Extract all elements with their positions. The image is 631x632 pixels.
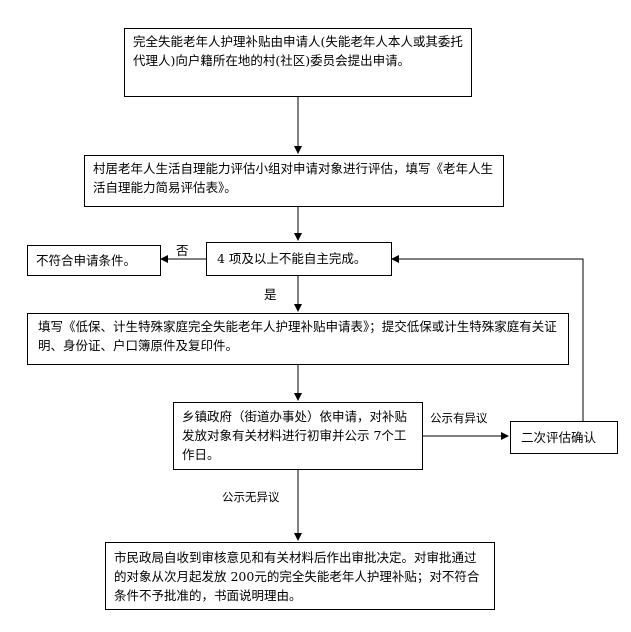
step-final-approval: 市民政局自收到审核意见和有关材料后作出审批决定。对审批通过的对象从次月起发放 2…: [105, 542, 495, 610]
step-fill-form: 填写《低保、计生特殊家庭完全失能老年人护理补贴申请表》；提交低保或计生特殊家庭有…: [27, 313, 569, 365]
label-no: 否: [176, 243, 189, 258]
label-yes: 是: [264, 287, 277, 302]
step-criteria: 4 项及以上不能自主完成。: [206, 242, 392, 276]
label-no-objection: 公示无异议: [222, 490, 280, 504]
step-reject: 不符合申请条件。: [27, 245, 161, 276]
step-apply: 完全失能老年人护理补贴由申请人(失能老年人本人或其委托代理人)向户籍所在地的村(…: [124, 28, 472, 97]
arrow-reassess-to-criteria: [391, 255, 584, 421]
step-township-review: 乡镇政府（街道办事处）依申请，对补贴发放对象有关材料进行初审并公示 7个工作日。: [173, 402, 423, 470]
step-reassess: 二次评估确认: [510, 421, 618, 454]
label-objection: 公示有异议: [430, 411, 488, 425]
step-assess: 村居老年人生活自理能力评估小组对申请对象进行评估，填写《老年人生活自理能力简易评…: [84, 155, 504, 207]
